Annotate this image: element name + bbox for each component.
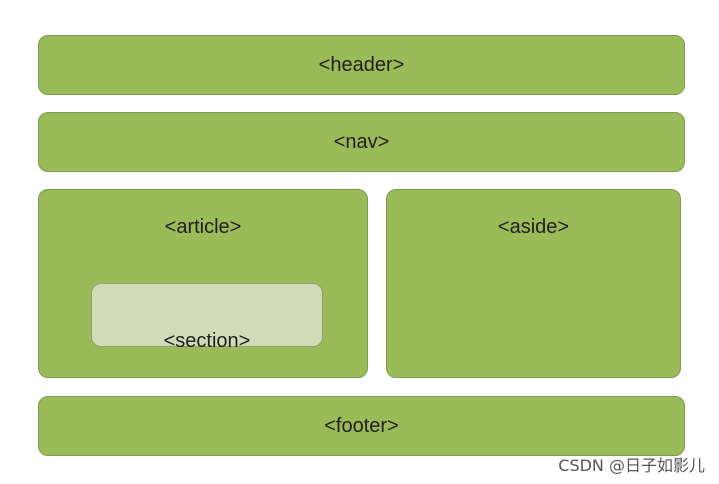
aside-label: <aside> xyxy=(497,216,570,238)
article-label: <article> xyxy=(164,216,242,238)
aside-box: <aside> xyxy=(386,189,681,378)
footer-box: <footer> xyxy=(38,396,685,456)
section-label: <section> xyxy=(163,330,251,352)
csdn-watermark: CSDN @日子如影儿 xyxy=(558,456,705,475)
nav-label: <nav> xyxy=(333,131,390,153)
header-label: <header> xyxy=(318,54,405,76)
section-box: <section> xyxy=(91,283,323,352)
nav-box: <nav> xyxy=(38,112,685,172)
header-box: <header> xyxy=(38,35,685,95)
article-box: <article> <section> xyxy=(38,189,368,378)
footer-label: <footer> xyxy=(324,415,399,437)
